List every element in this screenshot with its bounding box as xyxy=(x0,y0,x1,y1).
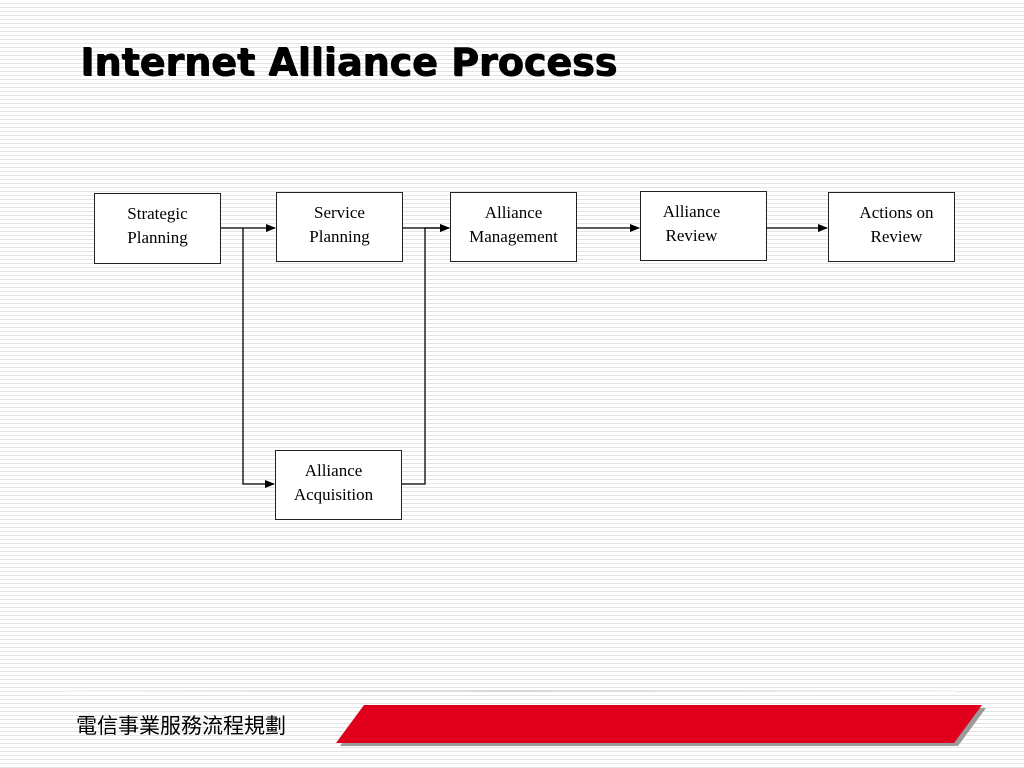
node-alliance-acquisition: Alliance Acquisition xyxy=(275,450,402,520)
node-label-line: Management xyxy=(469,227,558,246)
node-label-line: Planning xyxy=(309,227,370,246)
arrow-acquisition-to-management xyxy=(401,224,450,485)
footer-label: 電信事業服務流程規劃 xyxy=(76,714,286,738)
node-label-line: Acquisition xyxy=(293,485,374,504)
node-label-line: Alliance xyxy=(484,203,543,222)
node-label-line: Actions on xyxy=(859,203,934,222)
node-label-line: Strategic xyxy=(127,204,188,223)
slide-title: Internet Alliance Process xyxy=(80,40,618,84)
arrow-strategic-to-acquisition xyxy=(242,228,275,488)
node-label-line: Alliance xyxy=(304,461,363,480)
node-label-line: Service xyxy=(314,203,365,222)
node-label-line: Review xyxy=(870,227,923,246)
footer-accent-ribbon xyxy=(336,705,986,746)
node-label-line: Alliance xyxy=(662,202,721,221)
node-service-planning: Service Planning xyxy=(276,192,403,262)
footer-divider xyxy=(66,690,956,692)
node-label-line: Review xyxy=(665,226,718,245)
node-strategic-planning: Strategic Planning xyxy=(94,193,221,264)
node-actions-on-review: Actions on Review xyxy=(828,192,955,262)
node-label-line: Planning xyxy=(127,228,188,247)
node-alliance-management: Alliance Management xyxy=(450,192,577,262)
node-alliance-review: Alliance Review xyxy=(640,191,767,261)
